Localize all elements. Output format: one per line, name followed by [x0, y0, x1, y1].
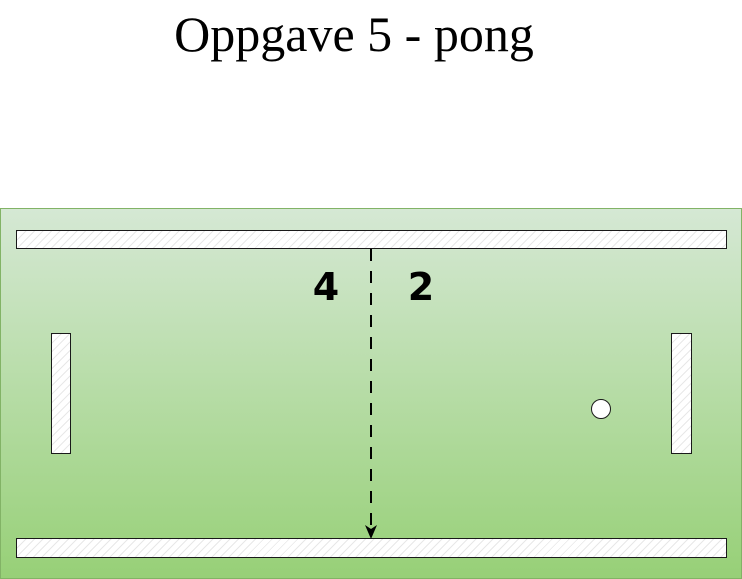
left-paddle[interactable] — [51, 333, 71, 454]
center-net — [365, 249, 377, 539]
left-player-score: 4 — [312, 265, 340, 309]
page-title: Oppgave 5 - pong — [174, 6, 534, 62]
pong-field: 4 2 — [0, 208, 742, 579]
top-wall — [16, 230, 727, 249]
right-player-score: 2 — [407, 265, 435, 309]
center-net-arrowhead-icon — [365, 525, 377, 539]
right-paddle[interactable] — [671, 333, 692, 454]
bottom-wall — [16, 538, 727, 558]
ball — [591, 399, 611, 419]
